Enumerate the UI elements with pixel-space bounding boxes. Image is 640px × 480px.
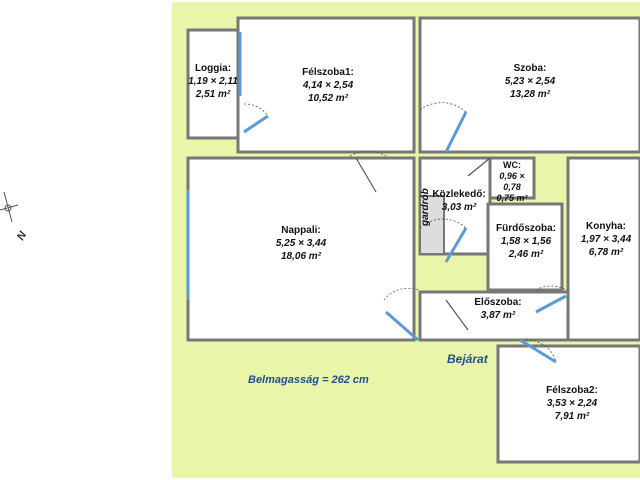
room-eloszoba xyxy=(418,290,570,342)
room-area: 3,87 m² xyxy=(480,310,516,321)
room-felszoba1 xyxy=(236,16,416,154)
room-name: Fürdőszoba: xyxy=(496,223,556,234)
room-area: 2,51 m² xyxy=(195,89,231,100)
room-name: WC: xyxy=(503,160,521,170)
entrance-label: Bejárat xyxy=(447,352,488,366)
room-dimensions: 5,25 × 3,44 xyxy=(275,238,327,249)
room-area: 10,52 m² xyxy=(307,93,349,104)
room-name: Nappali: xyxy=(281,225,321,236)
window-door-1 xyxy=(243,114,269,134)
closet-label: gardrób xyxy=(420,188,431,226)
room-furdoszoba xyxy=(486,202,564,292)
room-name: Konyha: xyxy=(586,221,626,232)
room-wc xyxy=(488,156,536,200)
room-area: 0,75 m² xyxy=(496,193,528,203)
ceiling-height-note: Belmagasság = 262 cm xyxy=(248,374,369,386)
room-area: 3,03 m² xyxy=(441,202,477,213)
room-dimensions: 5,23 × 2,54 xyxy=(504,76,556,87)
label-furdoszoba: Fürdőszoba: 1,58 × 1,56 2,46 m² xyxy=(490,222,562,261)
room-name: Szoba: xyxy=(513,63,547,74)
compass-rose-icon xyxy=(0,191,19,223)
label-nappali: Nappali: 5,25 × 3,44 18,06 m² xyxy=(246,224,356,263)
window-door-5 xyxy=(535,294,567,314)
room-konyha xyxy=(566,156,640,342)
room-name: Loggia: xyxy=(194,63,232,74)
label-loggia: Loggia: 1,19 × 2,11 2,51 m² xyxy=(188,62,238,101)
room-felszoba2 xyxy=(496,344,640,464)
room-dimensions: 3,53 × 2,24 xyxy=(546,398,598,409)
window-door-6 xyxy=(519,338,557,364)
label-felszoba1: Félszoba1: 4,14 × 2,54 10,52 m² xyxy=(278,66,378,105)
label-felszoba2: Félszoba2: 3,53 × 2,24 7,91 m² xyxy=(532,384,612,423)
room-dimensions: 4,14 × 2,54 xyxy=(302,80,354,91)
label-konyha: Konyha: 1,97 × 3,44 6,78 m² xyxy=(572,220,640,259)
room-name: Előszoba: xyxy=(474,297,522,308)
label-wc: WC: 0,96 × 0,78 0,75 m² xyxy=(490,160,534,204)
room-name: Közlekedő: xyxy=(432,189,486,200)
room-nappali xyxy=(186,156,416,342)
label-eloszoba: Előszoba: 3,87 m² xyxy=(466,296,530,322)
room-area: 2,46 m² xyxy=(508,249,544,260)
room-dimensions: 1,19 × 2,11 xyxy=(188,76,238,87)
room-name: Félszoba2: xyxy=(546,385,598,396)
room-area: 18,06 m² xyxy=(280,251,322,262)
window-door-3 xyxy=(444,227,468,263)
room-dimensions: 0,96 × 0,78 xyxy=(499,171,525,192)
room-dimensions: 1,97 × 3,44 xyxy=(580,234,632,245)
label-szoba: Szoba: 5,23 × 2,54 13,28 m² xyxy=(480,62,580,101)
label-kozlekedo: Közlekedő: 3,03 m² xyxy=(424,188,494,214)
room-area: 6,78 m² xyxy=(588,247,624,258)
room-area: 13,28 m² xyxy=(509,89,551,100)
window-door-2 xyxy=(444,111,468,153)
room-dimensions: 1,58 × 1,56 xyxy=(500,236,552,247)
room-area: 7,91 m² xyxy=(554,411,590,422)
window-door-4 xyxy=(385,310,419,342)
room-name: Félszoba1: xyxy=(302,67,354,78)
